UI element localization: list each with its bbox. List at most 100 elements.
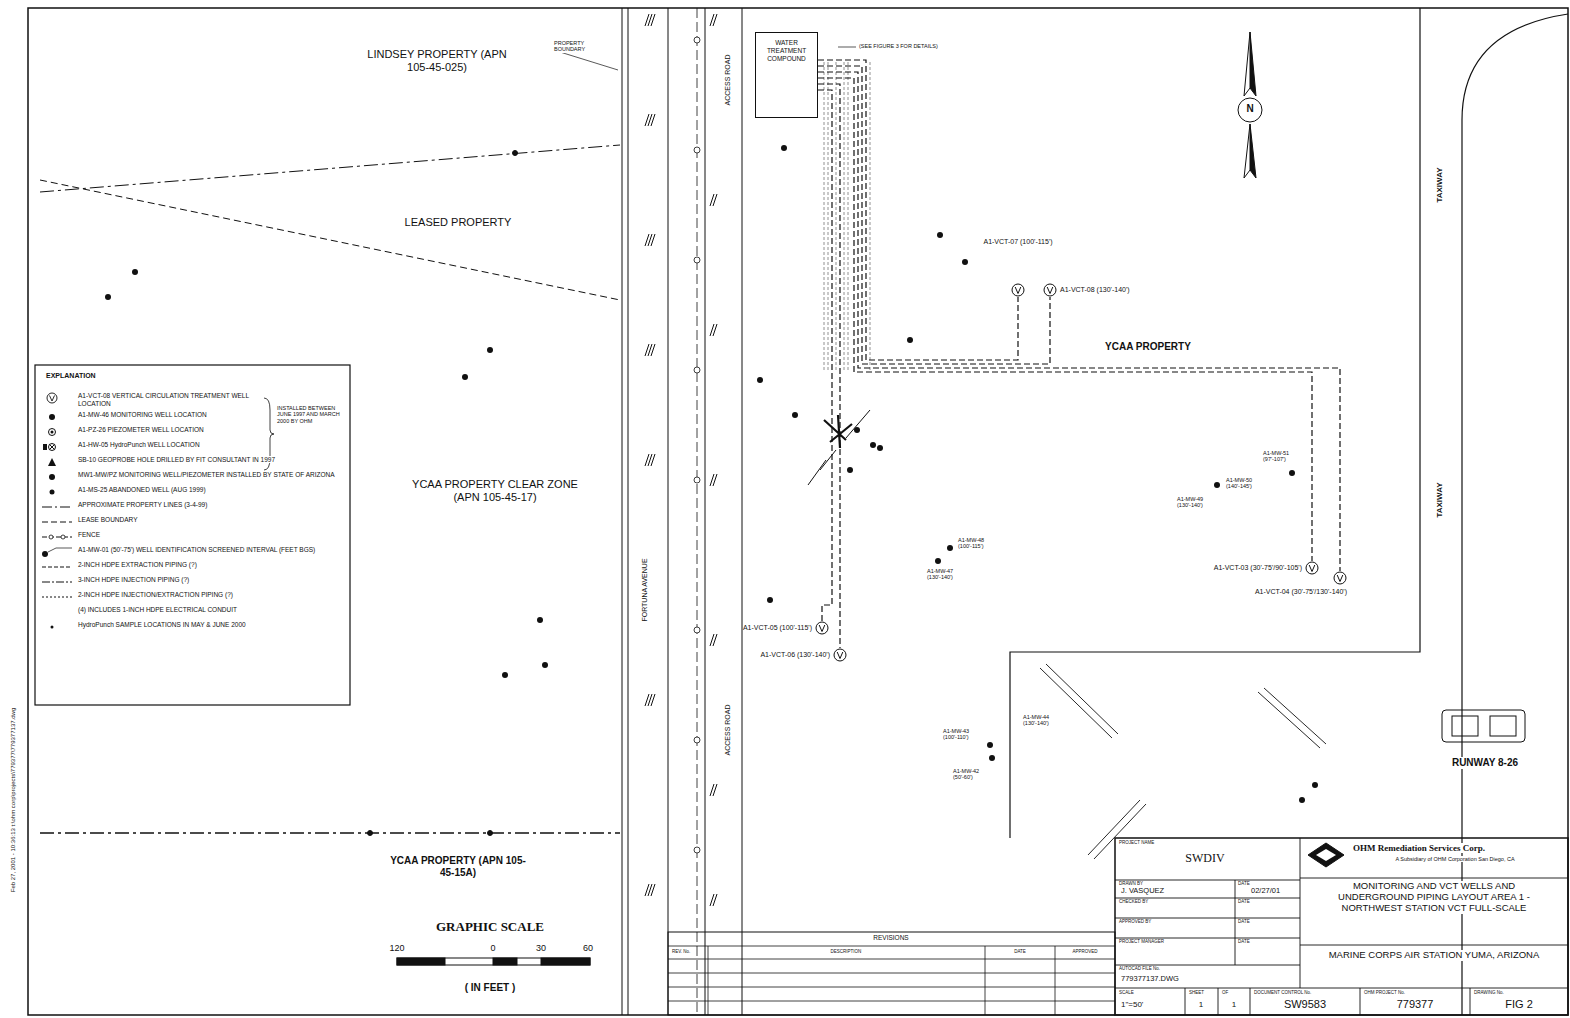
legend-sample [42, 536, 72, 537]
scale-bar [397, 958, 445, 965]
field-caption: OF [1221, 990, 1229, 995]
field-caption: PROJECT MANAGER [1118, 939, 1165, 944]
fence-posts [694, 37, 700, 853]
leader-line [808, 410, 870, 485]
property-marker [513, 151, 518, 156]
field-value: J. VASQUEZ [1120, 887, 1165, 896]
well-dot [462, 374, 468, 380]
north-arrow [1244, 124, 1250, 178]
pipe-run [818, 60, 1018, 360]
trench-line [824, 62, 870, 372]
street-name: ACCESS ROAD [724, 54, 732, 107]
legend-sample [51, 430, 54, 433]
scale-bar [397, 958, 590, 965]
leader-line [560, 52, 618, 70]
well-dot [132, 269, 138, 275]
well-dot [989, 755, 995, 761]
legend-swatch [40, 561, 74, 573]
fence-post [694, 367, 700, 373]
fence-post [694, 737, 700, 743]
well-dot [987, 742, 993, 748]
legend-sample [42, 506, 72, 507]
vct-well-symbol [819, 625, 825, 632]
well-dot [1312, 782, 1318, 788]
legend-swatch [40, 501, 74, 513]
well-dot [781, 145, 787, 151]
legend-note: INSTALLED BETWEEN JUNE 1997 AND MARCH 20… [276, 405, 346, 424]
legend-sample [42, 566, 72, 567]
legend-text: SB-10 GEOPROBE HOLE DRILLED BY FIT CONSU… [78, 456, 340, 464]
node-label: A1-VCT-08 (130'-140') [1060, 286, 1130, 294]
legend-swatch [40, 591, 74, 603]
well-dot [537, 617, 543, 623]
well-dot [877, 445, 883, 451]
legend-row: 2-INCH HDPE INJECTION/EXTRACTION PIPING … [40, 591, 345, 603]
vct-well-symbol [1011, 283, 1025, 297]
legend-sample [47, 393, 57, 403]
well-label: A1-MW-42 (50'-60') [952, 768, 994, 781]
well-label: A1-MW-44 (130'-140') [1022, 714, 1070, 727]
taxiway-name: TAXIWAY [1435, 166, 1444, 203]
runway-icon [1442, 710, 1525, 742]
legend-text: MW1-MW/PZ MONITORING WELL/PIEZOMETER INS… [78, 471, 340, 479]
legend-swatch [40, 441, 74, 453]
property-marker [368, 831, 373, 836]
column-header: DATE [1013, 949, 1027, 954]
well-dot [937, 232, 943, 238]
column-header: DESCRIPTION [830, 949, 863, 954]
pipe-run [818, 90, 832, 621]
well-label: A1-MW-49 (130'-140') [1176, 496, 1224, 509]
lease-boundary [40, 180, 620, 300]
pipe-trench-hatch [824, 62, 870, 372]
vct-well-symbol [1309, 565, 1315, 572]
legend-sample [49, 535, 53, 539]
legend-swatch [40, 546, 74, 558]
legend-sample [50, 396, 55, 402]
well-dot [935, 558, 941, 564]
area-name: YCAA PROPERTY (APN 105-45-15A) [387, 855, 529, 878]
field-caption: DATE [1237, 939, 1251, 944]
scale-number: 30 [535, 943, 547, 953]
well-dot [1299, 797, 1305, 803]
well-dot [1214, 482, 1220, 488]
legend-row: HydroPunch SAMPLE LOCATIONS IN MAY & JUN… [40, 621, 345, 633]
field-caption: SCALE [1118, 990, 1135, 995]
area-name: YCAA PROPERTY [1104, 341, 1192, 353]
scale-unit: ( IN FEET ) [464, 982, 517, 994]
scale-number: 120 [388, 943, 405, 953]
legend-swatch [40, 516, 74, 528]
well-label: A1-MW-50 (140'-145') [1225, 477, 1273, 490]
field-value: 1 [1198, 1000, 1204, 1009]
legend-row: 2-INCH HDPE EXTRACTION PIPING (?) [40, 561, 345, 573]
table-frame [668, 932, 1115, 1015]
legend-sample [42, 521, 72, 522]
well-dot [870, 442, 876, 448]
legend-row: A1-HW-05 HydroPunch WELL LOCATION [40, 441, 345, 453]
well-label: A1-MW-43 (100'-110') [942, 728, 988, 741]
field-value: 779377137.DWG [1120, 975, 1180, 984]
well-dot [962, 259, 968, 265]
taxiway-edge [1462, 14, 1568, 1015]
company-logo [1308, 843, 1344, 867]
legend-row: A1-MS-25 ABANDONED WELL (AUG 1999) [40, 486, 345, 498]
well-cluster [824, 415, 852, 448]
field-caption: DATE [1237, 919, 1251, 924]
well-dot [792, 412, 798, 418]
well-dot [487, 347, 493, 353]
legend-sample [51, 625, 54, 628]
scale-number: 60 [582, 943, 594, 953]
legend-text: 2-INCH HDPE INJECTION/EXTRACTION PIPING … [78, 591, 340, 599]
field-value: 779377 [1396, 998, 1435, 1011]
legend-text: A1-MW-01 (50'-75') WELL IDENTIFICATION S… [78, 546, 340, 554]
legend-text: A1-VCT-08 VERTICAL CIRCULATION TREATMENT… [78, 392, 260, 408]
field-caption: DRAWING No. [1473, 990, 1505, 995]
scale-bar [541, 958, 590, 965]
node-label: A1-VCT-05 (100'-115') [743, 624, 812, 632]
legend-sample [50, 444, 55, 449]
legend-swatch [40, 411, 74, 423]
table-rule [1115, 838, 1568, 1015]
vct-well: A1-VCT-05 (100'-115') [743, 621, 829, 635]
site-name: MARINE CORPS AIR STATION YUMA, ARIZONA [1323, 950, 1545, 961]
runway-name: RUNWAY 8-26 [1451, 757, 1519, 769]
